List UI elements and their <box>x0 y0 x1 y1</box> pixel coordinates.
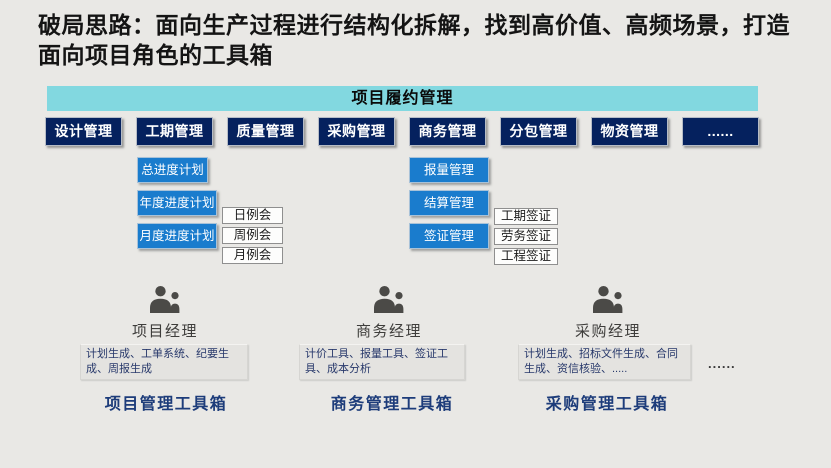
slide-title-line1: 破局思路：面向生产过程进行结构化拆解，找到高价值、高频场景，打造 <box>38 12 790 38</box>
schedule-annual-plan: 年度进度计划 <box>137 190 217 216</box>
role-project-manager: 项目经理 <box>105 286 225 341</box>
people-icon <box>372 286 406 317</box>
schedule-master-plan: 总进度计划 <box>137 157 208 183</box>
category-quality: 质量管理 <box>227 117 304 146</box>
tools-project-manager: 计划生成、工单系统、纪要生成、周报生成 <box>80 344 248 380</box>
category-design: 设计管理 <box>45 117 122 146</box>
category-schedule: 工期管理 <box>136 117 213 146</box>
category-more: ...... <box>682 117 759 146</box>
category-commerce: 商务管理 <box>409 117 486 146</box>
meeting-weekly: 周例会 <box>222 227 283 244</box>
toolbox-project-management: 项目管理工具箱 <box>104 396 228 413</box>
category-procurement: 采购管理 <box>318 117 395 146</box>
visa-schedule: 工期签证 <box>494 208 558 225</box>
role-label: 采购经理 <box>574 323 641 340</box>
commerce-visa: 签证管理 <box>409 223 489 249</box>
role-commerce-manager: 商务经理 <box>329 286 449 341</box>
more-roles-ellipsis: ...... <box>708 356 736 371</box>
tools-commerce-manager: 计价工具、报量工具、签证工具、成本分析 <box>299 344 465 380</box>
role-label: 商务经理 <box>355 323 422 340</box>
people-icon <box>148 286 182 317</box>
visa-labor: 劳务签证 <box>494 228 558 245</box>
role-label: 项目经理 <box>131 323 198 340</box>
meeting-daily: 日例会 <box>222 207 283 224</box>
slide-title: 破局思路：面向生产过程进行结构化拆解，找到高价值、高频场景，打造 面向项目角色的… <box>38 10 818 70</box>
schedule-monthly-plan: 月度进度计划 <box>137 223 217 249</box>
tools-procurement-manager: 计划生成、招标文件生成、合同生成、资信核验、..... <box>518 344 691 380</box>
meeting-monthly: 月例会 <box>222 247 283 264</box>
toolbox-procurement-management: 采购管理工具箱 <box>545 396 669 413</box>
role-procurement-manager: 采购经理 <box>548 286 668 341</box>
commerce-settlement: 结算管理 <box>409 190 489 216</box>
commerce-quantity-report: 报量管理 <box>409 157 489 183</box>
people-icon <box>591 286 625 317</box>
category-row: 设计管理 工期管理 质量管理 采购管理 商务管理 分包管理 物资管理 .....… <box>45 117 759 146</box>
slide-title-line2: 面向项目角色的工具箱 <box>38 42 273 68</box>
visa-engineering: 工程签证 <box>494 248 558 265</box>
banner-project-performance: 项目履约管理 <box>47 86 758 111</box>
category-materials: 物资管理 <box>591 117 668 146</box>
category-subcontract: 分包管理 <box>500 117 577 146</box>
toolbox-commerce-management: 商务管理工具箱 <box>330 396 454 413</box>
